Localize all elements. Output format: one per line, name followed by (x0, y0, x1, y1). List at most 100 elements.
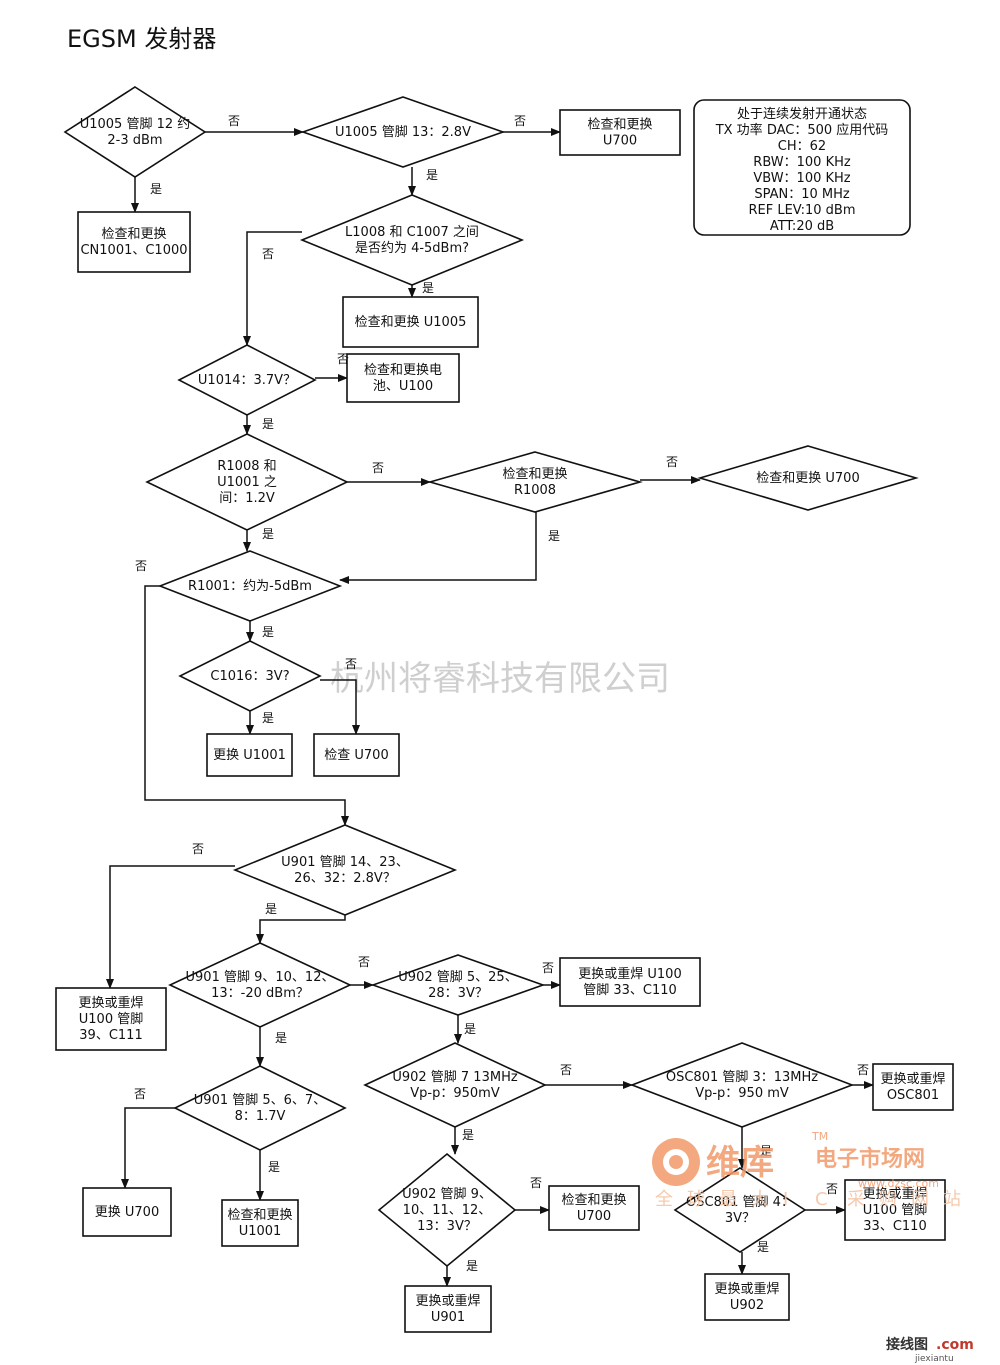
edge-label: 是 (265, 902, 277, 916)
node-label: U1001 (239, 1224, 282, 1239)
slogan-char: I (783, 1189, 788, 1210)
node-label: U700 (603, 134, 637, 149)
edge-label: 否 (134, 1087, 146, 1101)
node-label: 检查和更换 (101, 227, 166, 242)
edge-label: 是 (262, 625, 274, 639)
decision-diamond (145, 433, 349, 531)
logo-brand: 维库 (706, 1143, 774, 1183)
flow-edge (106, 865, 235, 989)
info-line: VBW：100 KHz (753, 171, 850, 186)
decision-diamond (168, 942, 352, 1028)
edge-label: 是 (262, 527, 274, 541)
edge-label: 否 (135, 559, 147, 573)
node-b3: 检查和更换 U1005 (342, 296, 479, 348)
decision-diamond (697, 445, 919, 511)
node-label: U100 管脚 (863, 1202, 927, 1218)
node-label: U700 (577, 1209, 611, 1224)
process-box (313, 733, 400, 777)
decision-diamond (173, 1065, 347, 1151)
node-label: 39、C111 (79, 1028, 142, 1043)
node-b5: 更换 U1001 (206, 733, 293, 777)
edge-label: 是 (466, 1259, 478, 1273)
node-label: 更换或重焊 (78, 995, 143, 1011)
edge-label: 是 (262, 711, 274, 725)
logo-url: www.dzsc.com (858, 1177, 939, 1190)
node-label: 检查和更换 U1005 (355, 315, 467, 330)
edge-label: 是 (760, 1144, 772, 1158)
node-label: 检查和更换电 (364, 363, 442, 378)
flowchart-edge-labels: 否否是是是否否是否否是是否是否是否是否否是是否是否否是否是否是是 (134, 114, 869, 1273)
process-box (206, 733, 293, 777)
node-label: 13：-20 dBm？ (211, 986, 309, 1001)
slogan-char: 站 (943, 1189, 961, 1210)
edge-label: 否 (560, 1063, 572, 1077)
edge-label: 否 (262, 247, 274, 261)
edge-label: 是 (757, 1240, 769, 1254)
node-label: 更换或重焊 (415, 1293, 480, 1309)
node-label: R1008 和 (217, 459, 276, 474)
diagram-title: EGSM 发射器 (67, 25, 216, 53)
edge-label: 否 (666, 455, 678, 469)
node-label: 更换或重焊 (714, 1281, 779, 1297)
node-d9: C1016：3V? (178, 640, 322, 712)
process-box (559, 957, 701, 1007)
process-box (82, 1187, 172, 1237)
node-label: U901 管脚 14、23、 (281, 854, 409, 870)
decision-diamond (370, 954, 546, 1016)
node-label: 28：3V？ (428, 986, 488, 1001)
node-d10: U901 管脚 14、23、26、32：2.8V？ (232, 824, 458, 916)
decision-diamond (673, 1167, 807, 1253)
node-d11: U901 管脚 9、10、12、13：-20 dBm？ (168, 942, 352, 1028)
node-label: Vp-p：950mV (410, 1086, 500, 1101)
node-label: Vp-p：950 mV (695, 1086, 789, 1101)
edge-label: 是 (462, 1128, 474, 1142)
node-label: U901 管脚 5、6、7、 (194, 1092, 326, 1108)
process-box (221, 1199, 299, 1247)
slogan-char: 最 (719, 1189, 737, 1210)
slogan-char: 采 (847, 1189, 865, 1210)
node-d12: U902 管脚 5、25、28：3V？ (370, 954, 546, 1016)
node-label: OSC801 (887, 1088, 939, 1103)
edge-label: 否 (345, 657, 357, 671)
node-b6: 检查 U700 (313, 733, 400, 777)
corner-tld: .com (936, 1337, 974, 1353)
flowchart-edges (106, 128, 874, 1287)
edge-label: 是 (548, 529, 560, 543)
node-label: 更换 U700 (95, 1205, 159, 1220)
node-label: U901 管脚 9、10、12、 (186, 969, 335, 985)
decision-diamond (427, 451, 643, 513)
slogan-char: 大 (751, 1189, 769, 1210)
node-label: U100 管脚 (79, 1011, 143, 1027)
edge-label: 是 (426, 168, 438, 182)
info-line: RBW：100 KHz (753, 155, 851, 170)
node-label: 是否约为 4-5dBm? (355, 241, 469, 256)
edge-label: 否 (192, 842, 204, 856)
node-label: U902 (730, 1298, 764, 1313)
slogan-char: C (815, 1189, 828, 1210)
node-d8: R1001：约为-5dBm (157, 550, 343, 622)
flow-edge (339, 512, 537, 584)
node-d13: U901 管脚 5、6、7、8：1.7V (173, 1065, 347, 1151)
node-label: 13：3V？ (417, 1219, 477, 1234)
decision-diamond (63, 86, 207, 178)
process-box (346, 353, 460, 403)
process-box (77, 211, 191, 273)
info-line: CH：62 (778, 139, 826, 154)
node-label: 检查 U700 (324, 748, 388, 763)
node-label: CN1001、C1000 (80, 243, 187, 258)
slogan-char: 球 (687, 1189, 705, 1210)
node-label: U902 管脚 5、25、 (398, 969, 517, 985)
logo-name: 电子市场网 (815, 1146, 925, 1172)
flow-edge (121, 1107, 175, 1189)
